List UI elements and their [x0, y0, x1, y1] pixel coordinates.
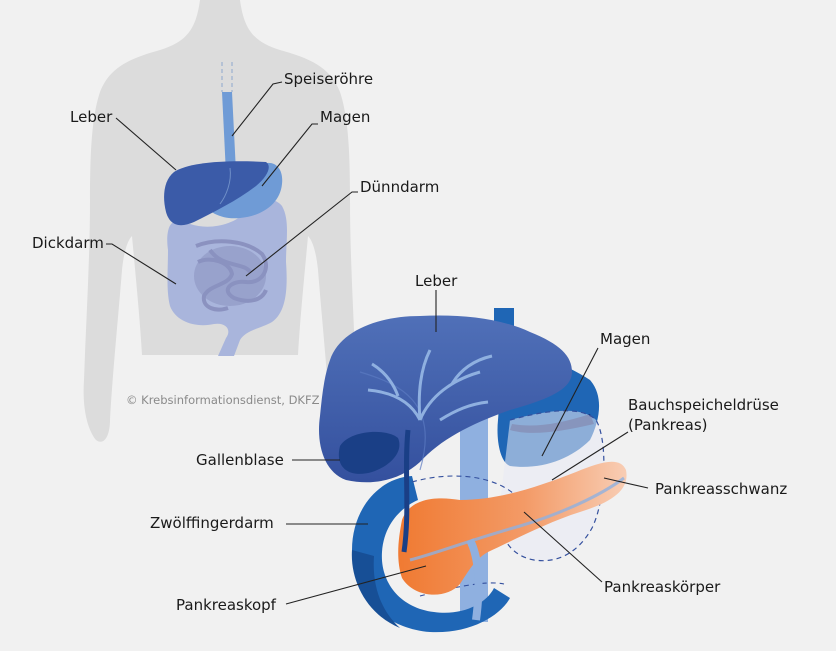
overview-liver: [164, 161, 269, 226]
label-magen-detail: Magen: [600, 330, 650, 348]
overview-esophagus: [222, 92, 236, 174]
label-leber-overview: Leber: [70, 108, 113, 126]
detail-labels: Leber Magen Bauchspeicheldrüse (Pankreas…: [150, 272, 787, 614]
label-leber-detail: Leber: [415, 272, 458, 290]
label-zwoelffingerdarm: Zwölffingerdarm: [150, 514, 274, 532]
label-dickdarm: Dickdarm: [32, 234, 104, 252]
label-gallenblase: Gallenblase: [196, 451, 284, 469]
body-silhouette: [83, 0, 357, 442]
label-bauchspeicheldruese: Bauchspeicheldrüse: [628, 396, 779, 414]
leader-lines: [106, 81, 649, 605]
detail-organs: [319, 308, 627, 633]
label-pankreasschwanz: Pankreasschwanz: [655, 480, 787, 498]
copyright-notice: © Krebsinformationsdienst, DKFZ: [126, 393, 320, 407]
gallbladder: [338, 431, 400, 474]
label-pankreaskopf: Pankreaskopf: [176, 596, 277, 614]
duodenum: [352, 476, 510, 633]
overview-organs: [164, 62, 287, 356]
liver-vessels: [367, 349, 493, 422]
overview-labels: Speiseröhre Leber Magen Dünndarm Dickdar…: [32, 70, 439, 407]
label-magen-overview: Magen: [320, 108, 370, 126]
label-speiseroehre: Speiseröhre: [284, 70, 373, 88]
label-pankreas: (Pankreas): [628, 416, 708, 434]
label-duenndarm: Dünndarm: [360, 178, 439, 196]
bile-duct: [401, 429, 411, 553]
label-pankreaskoerper: Pankreaskörper: [604, 578, 721, 596]
